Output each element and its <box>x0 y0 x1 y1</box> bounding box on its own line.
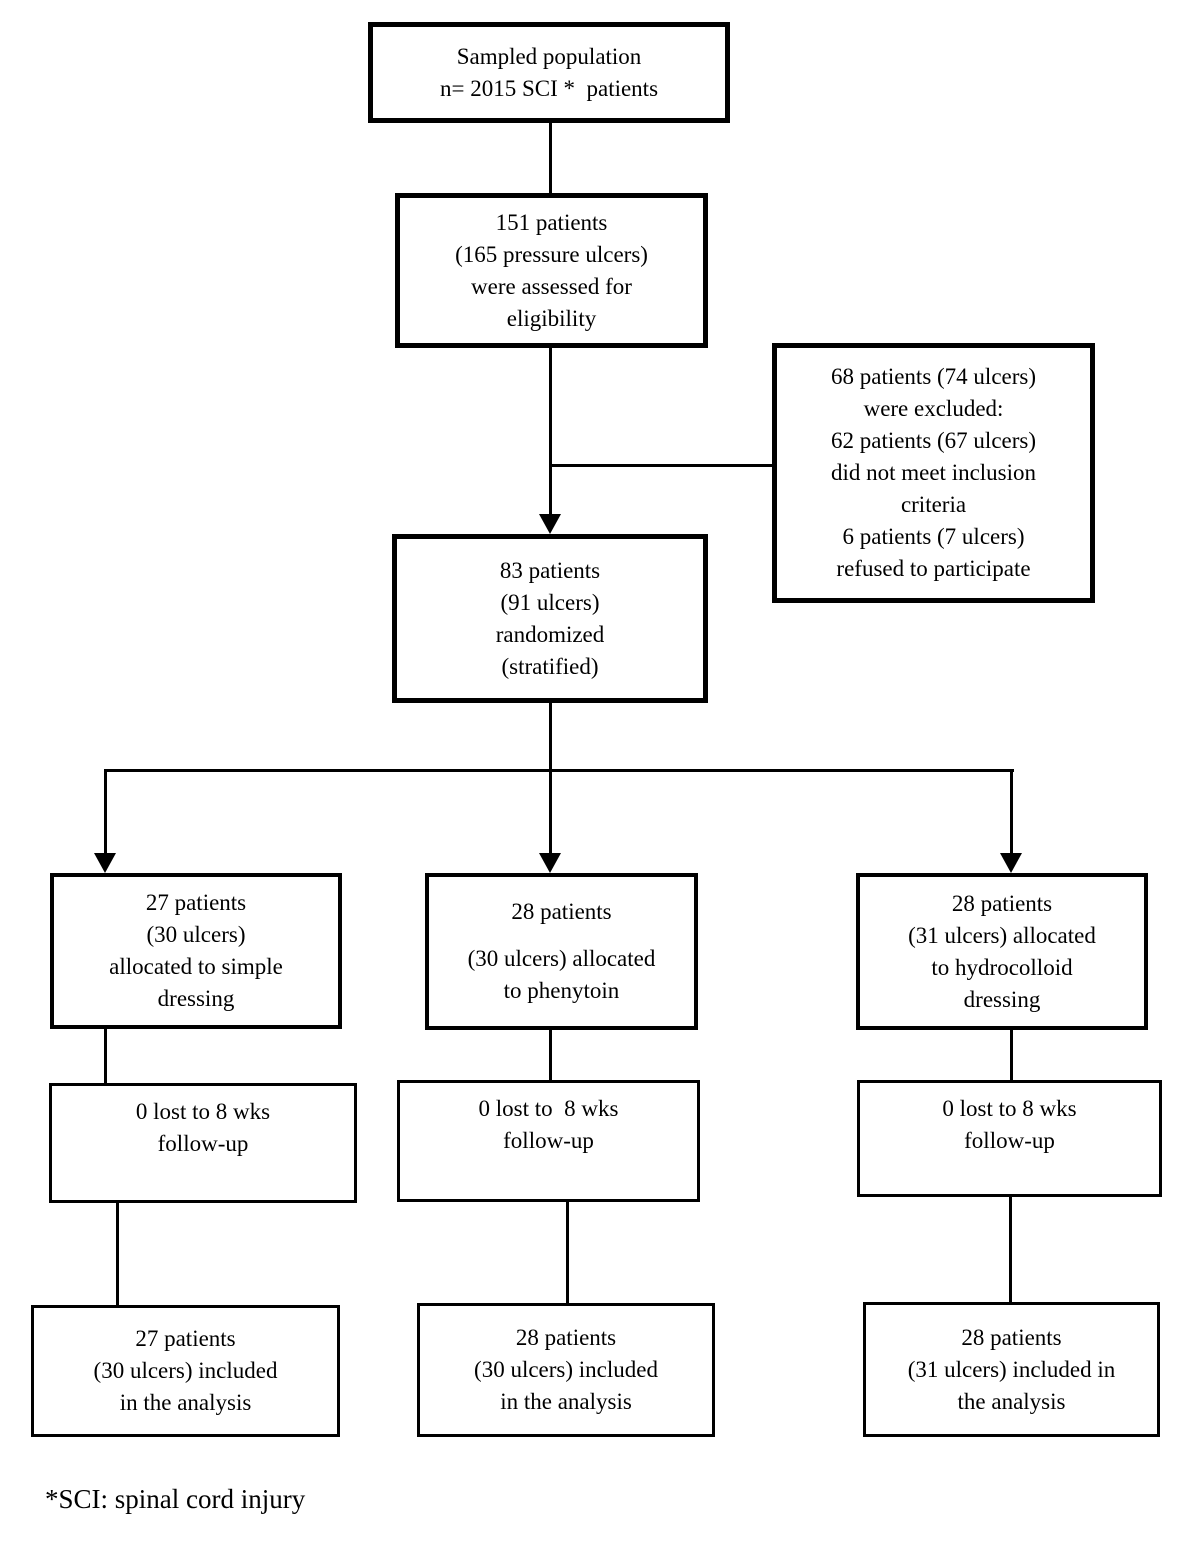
text-line: randomized <box>495 621 605 647</box>
text-line: 62 patients (67 ulcers) <box>830 428 1037 453</box>
text-line: (31 ulcers) included in <box>907 1356 1116 1382</box>
box-allocated-hydrocolloid-dressing: 28 patients (31 ulcers) allocated to hyd… <box>856 873 1148 1030</box>
box-followup-simple: 0 lost to 8 wks follow-up <box>49 1083 357 1203</box>
connector-randomized-to-split <box>549 703 552 770</box>
box-analysis-phenytoin: 28 patients (30 ulcers) included in the … <box>417 1303 715 1437</box>
text-line: allocated to simple <box>109 954 283 979</box>
text-line: (30 ulcers) allocated <box>467 946 656 971</box>
text-line: were excluded: <box>863 396 1004 421</box>
box-followup-phenytoin: 0 lost to 8 wks follow-up <box>397 1080 700 1202</box>
connector-to-excluded <box>551 464 772 467</box>
text-line: n= 2015 SCI * patients <box>439 75 659 101</box>
text-line: were assessed for <box>471 273 632 299</box>
connector-alloc-to-followup-simple <box>104 1029 107 1083</box>
text-line: in the analysis <box>119 1390 252 1415</box>
connector-followup-to-analysis-hydrocolloid <box>1009 1197 1012 1302</box>
text-line: (stratified) <box>501 653 599 679</box>
text-line: 6 patients (7 ulcers) <box>842 524 1025 549</box>
text-line: follow-up <box>157 1131 249 1156</box>
box-followup-hydrocolloid: 0 lost to 8 wks follow-up <box>857 1080 1162 1197</box>
text-line: 151 patients <box>495 209 608 235</box>
arrowhead-into-alloc-simple <box>94 853 116 873</box>
connector-split-to-alloc-phenytoin <box>549 769 552 855</box>
text-line: to phenytoin <box>503 978 620 1003</box>
connector-alloc-to-followup-hydrocolloid <box>1010 1030 1013 1080</box>
connector-followup-to-analysis-phenytoin <box>566 1202 569 1303</box>
text-line: 27 patients <box>135 1326 236 1351</box>
connector-alloc-to-followup-phenytoin <box>549 1030 552 1080</box>
text-line: 68 patients (74 ulcers) <box>830 364 1037 389</box>
arrowhead-into-randomized <box>539 514 561 534</box>
box-randomized: 83 patients (91 ulcers) randomized (stra… <box>392 534 708 703</box>
connector-split-to-alloc-simple <box>104 769 107 855</box>
text-line: eligibility <box>506 305 597 331</box>
box-allocated-phenytoin: 28 patients (30 ulcers) allocated to phe… <box>425 873 698 1030</box>
box-assessed-eligibility: 151 patients (165 pressure ulcers) were … <box>395 193 708 348</box>
text-line: 28 patients <box>951 890 1053 916</box>
text-line: 0 lost to 8 wks <box>135 1099 271 1124</box>
arrowhead-into-alloc-phenytoin <box>539 853 561 873</box>
text-line: to hydrocolloid <box>931 954 1073 980</box>
connector-assessed-to-randomized <box>549 348 552 516</box>
connector-split-to-alloc-hydrocolloid <box>1010 769 1013 855</box>
text-line: 28 patients <box>515 1325 617 1350</box>
text-line: 0 lost to 8 wks <box>478 1096 619 1121</box>
split-line <box>104 769 1014 772</box>
text-line: 0 lost to 8 wks <box>942 1096 1077 1121</box>
text-line: follow-up <box>503 1128 594 1153</box>
text-line: (30 ulcers) <box>146 922 246 947</box>
text-line: refused to participate <box>836 556 1031 581</box>
text-line: (30 ulcers) included <box>474 1357 658 1382</box>
connector-followup-to-analysis-simple <box>116 1203 119 1305</box>
arrowhead-into-alloc-hydrocolloid <box>1000 853 1022 873</box>
text-line: (31 ulcers) allocated <box>908 922 1096 948</box>
box-excluded: 68 patients (74 ulcers) were excluded: 6… <box>772 343 1095 603</box>
text-line: did not meet inclusion <box>830 460 1037 485</box>
box-analysis-hydrocolloid: 28 patients (31 ulcers) included in the … <box>863 1302 1160 1437</box>
text-line: criteria <box>900 492 967 517</box>
text-line: 27 patients <box>145 890 247 915</box>
text-line: (165 pressure ulcers) <box>455 241 648 267</box>
box-analysis-simple: 27 patients (30 ulcers) included in the … <box>31 1305 340 1437</box>
text-line: the analysis <box>957 1388 1066 1414</box>
text-line: (91 ulcers) <box>500 589 600 615</box>
text-line: 28 patients <box>961 1324 1062 1350</box>
connector-sampled-to-assessed <box>549 123 552 193</box>
text-line: follow-up <box>964 1128 1055 1153</box>
box-allocated-simple-dressing: 27 patients (30 ulcers) allocated to sim… <box>50 873 342 1029</box>
text-line: 83 patients <box>499 557 601 583</box>
text-line: dressing <box>157 986 235 1011</box>
text-line: dressing <box>963 986 1041 1012</box>
footnote-sci-definition: *SCI: spinal cord injury <box>45 1484 306 1514</box>
box-sampled-population: Sampled population n= 2015 SCI * patient… <box>368 22 730 123</box>
text-line: Sampled population <box>456 43 642 69</box>
text-line: in the analysis <box>500 1389 632 1414</box>
text-line: 28 patients <box>511 899 612 924</box>
text-line: (30 ulcers) included <box>93 1358 278 1383</box>
